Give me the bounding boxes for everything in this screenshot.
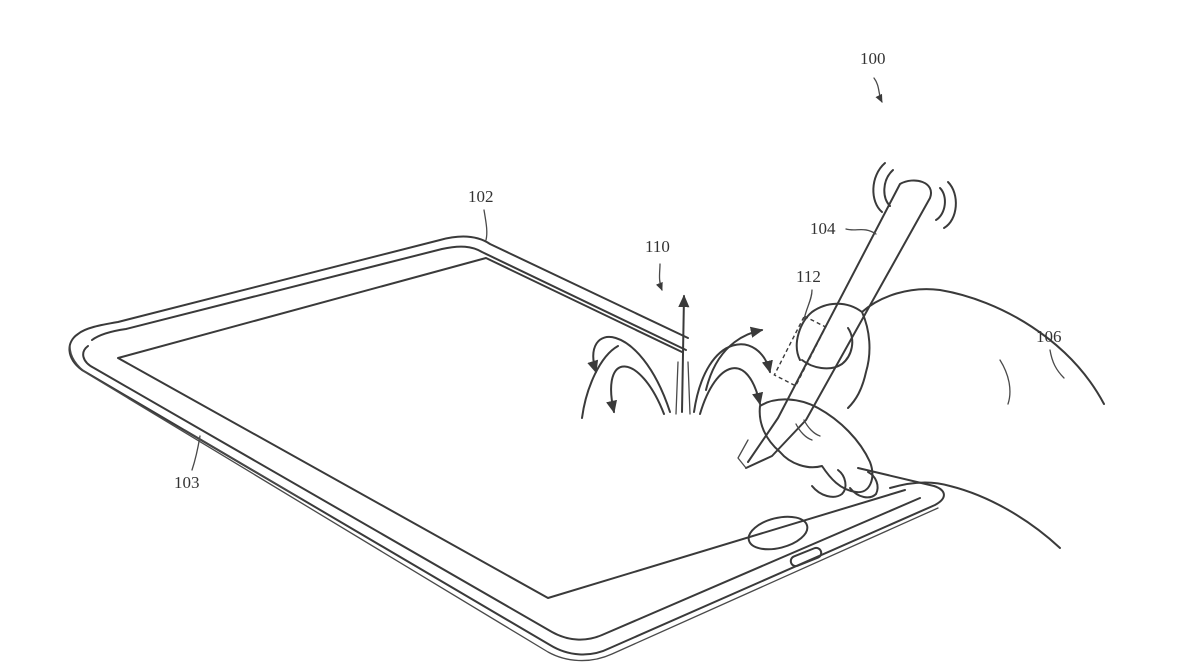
vibration-arc-right-1 bbox=[935, 187, 946, 221]
thumb bbox=[758, 398, 874, 494]
home-button bbox=[747, 515, 809, 551]
charging-port bbox=[789, 546, 823, 568]
hand bbox=[758, 288, 1105, 549]
leader-110 bbox=[655, 263, 663, 291]
label-102: 102 bbox=[468, 187, 494, 206]
label-100: 100 bbox=[860, 49, 886, 68]
tablet-screen bbox=[117, 257, 906, 599]
tablet-inner-bezel-line bbox=[82, 245, 921, 641]
field-lines bbox=[581, 294, 773, 419]
label-104: 104 bbox=[810, 219, 836, 238]
leader-100 bbox=[873, 77, 883, 103]
label-103: 103 bbox=[174, 473, 200, 492]
leader-103 bbox=[191, 435, 201, 471]
tablet-device bbox=[68, 235, 945, 662]
leader-102 bbox=[483, 209, 488, 241]
edge-detail bbox=[184, 429, 301, 499]
tablet-side-edge bbox=[69, 345, 939, 662]
vibration-arc-left-2 bbox=[872, 162, 886, 213]
label-110: 110 bbox=[645, 237, 670, 256]
field-arc-4 bbox=[693, 343, 773, 413]
field-arc-6 bbox=[705, 326, 764, 391]
leader-106 bbox=[1049, 349, 1065, 379]
finger-1 bbox=[811, 469, 847, 498]
finger-2 bbox=[849, 471, 879, 499]
hand-outline bbox=[795, 288, 1105, 549]
field-arc-3 bbox=[581, 345, 619, 419]
field-center-lines bbox=[675, 361, 691, 415]
stylus bbox=[737, 162, 957, 469]
leader-112 bbox=[803, 289, 813, 321]
field-arc-5 bbox=[699, 367, 764, 415]
reference-labels: 100 102 103 104 106 110 112 bbox=[174, 49, 1065, 492]
index-finger bbox=[801, 327, 854, 370]
label-106: 106 bbox=[1036, 327, 1062, 346]
field-arrow-center bbox=[678, 294, 690, 413]
leader-104 bbox=[845, 228, 877, 235]
label-112: 112 bbox=[796, 267, 821, 286]
field-arc-2 bbox=[606, 365, 665, 415]
tablet-outer-edge bbox=[68, 235, 945, 656]
stylus-body bbox=[745, 179, 932, 469]
field-arc-1 bbox=[587, 336, 671, 413]
stylus-tip bbox=[737, 439, 749, 469]
stylus-component bbox=[773, 315, 827, 387]
knuckle-lines bbox=[795, 359, 1011, 441]
vibration-arc-right-2 bbox=[943, 181, 957, 229]
vibration-arc-left-1 bbox=[883, 169, 894, 207]
